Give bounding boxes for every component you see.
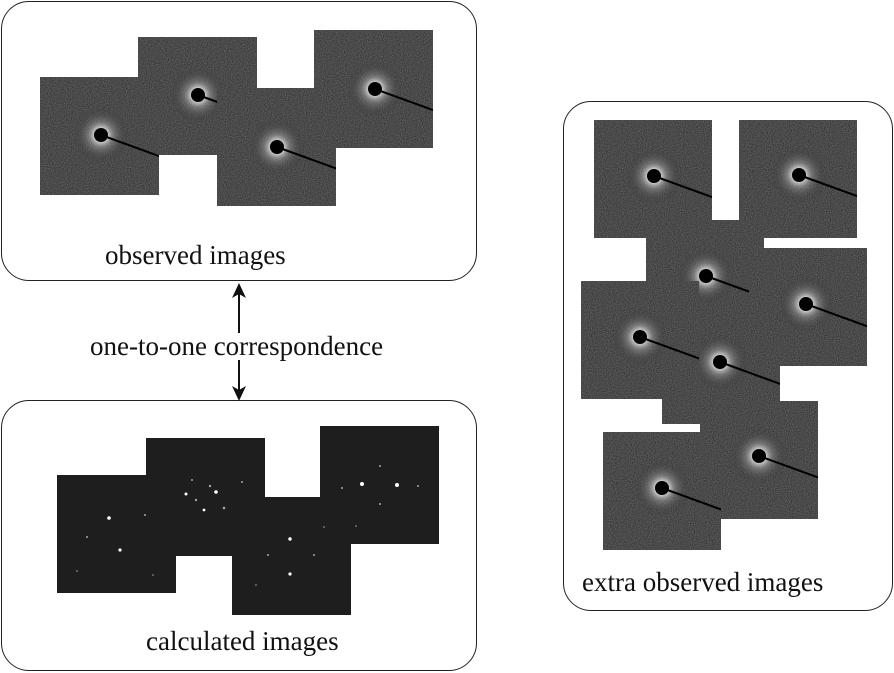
observed-diffraction-pattern-4	[217, 88, 336, 206]
beam-stop	[270, 140, 284, 154]
diffraction-spot	[241, 481, 243, 483]
beam-stop-arm	[374, 88, 433, 112]
beam-stop	[191, 88, 205, 102]
diffraction-spot	[208, 484, 212, 488]
diffraction-spot	[191, 479, 193, 481]
diffraction-spot	[76, 570, 78, 572]
diffraction-spot	[144, 514, 146, 516]
calculated-pattern-4	[255, 526, 325, 586]
diffraction-spot	[323, 526, 325, 528]
observed-image-3	[40, 77, 159, 195]
diffraction-spot	[288, 572, 292, 576]
calculated-image-3	[57, 475, 176, 593]
observed-images-caption: observed images	[105, 240, 286, 270]
calculated-image-4	[232, 497, 351, 615]
diffraction-spot	[202, 508, 206, 512]
observed-diffraction-pattern-3	[40, 77, 159, 195]
beam-stop-arm	[758, 455, 818, 479]
diffraction-spot	[222, 506, 226, 510]
extra-observed-diffraction-pattern-8	[603, 432, 721, 550]
beam-stop-arm	[798, 174, 857, 198]
beam-stop-arm	[276, 146, 336, 170]
calculated-pattern-1	[184, 479, 243, 512]
calculated-images-caption: calculated images	[146, 626, 339, 656]
beam-stop-arm	[653, 175, 712, 199]
diffraction-spot	[86, 536, 88, 538]
calculated-pattern-3	[76, 514, 154, 576]
diffraction-spot	[107, 516, 111, 520]
diffraction-spot	[288, 537, 292, 541]
extra-observed-image-8	[603, 432, 721, 550]
extra-observed-diffraction-pattern-1	[594, 120, 712, 238]
correspondence-label: one-to-one correspondence	[88, 331, 386, 361]
diffraction-spot	[267, 554, 269, 556]
beam-stop	[752, 449, 766, 463]
extra-observed-images-caption: extra observed images	[582, 567, 824, 597]
beam-stop	[647, 169, 661, 183]
extra-observed-diffraction-pattern-6	[581, 281, 699, 399]
beam-stop	[94, 128, 108, 142]
extra-observed-image-2	[739, 120, 857, 238]
calculated-pattern-2	[341, 465, 419, 527]
diffraction-spot	[379, 465, 381, 467]
diffraction-spot	[184, 492, 188, 496]
extra-observed-image-4	[749, 248, 867, 366]
beam-stop	[799, 297, 813, 311]
beam-stop	[792, 168, 806, 182]
diffraction-spot	[395, 483, 399, 487]
beam-stop-arm	[639, 336, 699, 360]
diffraction-spot	[152, 574, 154, 576]
beam-stop	[699, 269, 713, 283]
diffraction-spot	[355, 525, 357, 527]
diffraction-spot	[214, 490, 218, 494]
diffraction-spot	[360, 482, 364, 486]
beam-stop	[713, 355, 727, 369]
diffraction-spot	[255, 584, 257, 586]
diffraction-spot	[417, 485, 419, 487]
beam-stop-arm	[705, 275, 764, 299]
diffraction-spot	[313, 554, 315, 556]
observed-image-4	[217, 88, 336, 206]
beam-stop	[368, 82, 382, 96]
extra-observed-image-1	[594, 120, 712, 238]
extra-observed-image-6	[581, 281, 699, 399]
diffraction-spot	[194, 498, 198, 502]
diffraction-spot	[118, 548, 122, 552]
beam-stop	[655, 481, 669, 495]
beam-stop-arm	[100, 134, 159, 158]
beam-stop-arm	[805, 303, 867, 328]
beam-stop-arm	[719, 361, 780, 385]
extra-observed-diffraction-pattern-2	[739, 120, 857, 238]
beam-stop	[633, 330, 647, 344]
diffraction-spot	[379, 503, 381, 505]
beam-stop-arm	[661, 487, 721, 511]
diffraction-spot	[341, 487, 343, 489]
extra-observed-diffraction-pattern-3	[646, 220, 764, 338]
